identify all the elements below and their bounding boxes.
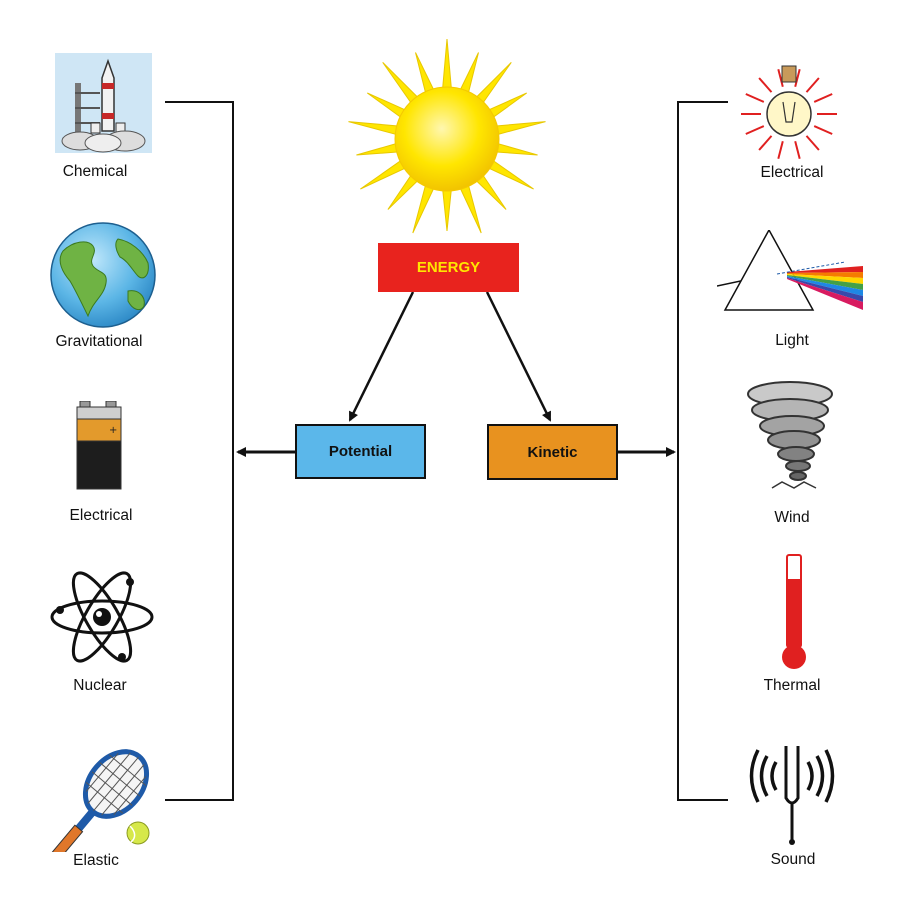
- energy-label: ENERGY: [416, 259, 481, 276]
- kinetic-box: Kinetic: [487, 424, 618, 480]
- earth-icon: [50, 222, 156, 328]
- potential-item-nuclear: Nuclear: [73, 677, 127, 694]
- thermometer-icon: [782, 554, 806, 669]
- arrow-energy-kinetic: [485, 291, 552, 422]
- bulb-ray: [745, 125, 765, 135]
- bulb-ray: [777, 68, 784, 87]
- potential-label: Potential: [328, 443, 393, 460]
- tennis-racket-icon: [48, 749, 150, 852]
- bulb-ray: [758, 77, 773, 93]
- potential-item-electrical: Electrical: [69, 507, 133, 524]
- kinetic-item-thermal: Thermal: [763, 677, 821, 694]
- potential-box: Potential: [295, 424, 426, 479]
- battery-icon: +: [76, 401, 122, 490]
- prism-icon: [717, 230, 863, 311]
- potential-item-chemical: Chemical: [62, 163, 128, 180]
- arrow-energy-potential: [348, 291, 415, 422]
- bulb-ray: [813, 125, 833, 135]
- kinetic-item-electrical: Electrical: [760, 164, 824, 181]
- svg-text:+: +: [109, 425, 117, 436]
- atom-icon: [50, 571, 154, 663]
- kinetic-item-light: Light: [775, 332, 809, 349]
- rocket-launch-icon: [55, 53, 152, 153]
- bulb-ray: [805, 135, 820, 151]
- tornado-icon: [747, 381, 833, 489]
- bulb-ray: [745, 93, 765, 103]
- bulb-ray: [794, 141, 801, 160]
- kinetic-item-sound: Sound: [770, 851, 816, 868]
- bulb-ray: [777, 141, 784, 160]
- light-bulb-icon: [741, 65, 837, 160]
- kinetic-item-wind: Wind: [774, 509, 810, 526]
- energy-box: ENERGY: [378, 243, 519, 292]
- bulb-ray: [758, 135, 773, 151]
- sun-rays: [348, 38, 546, 234]
- potential-item-gravitational: Gravitational: [55, 333, 143, 350]
- potential-item-elastic: Elastic: [73, 852, 119, 869]
- bulb-ray: [805, 77, 820, 93]
- sun-icon: [348, 38, 546, 234]
- right-bracket: [677, 101, 728, 801]
- tuning-fork-icon: [749, 746, 835, 845]
- bulb-ray: [794, 68, 801, 87]
- left-bracket: [165, 101, 234, 801]
- bulb-ray: [813, 93, 833, 103]
- kinetic-label: Kinetic: [527, 443, 578, 461]
